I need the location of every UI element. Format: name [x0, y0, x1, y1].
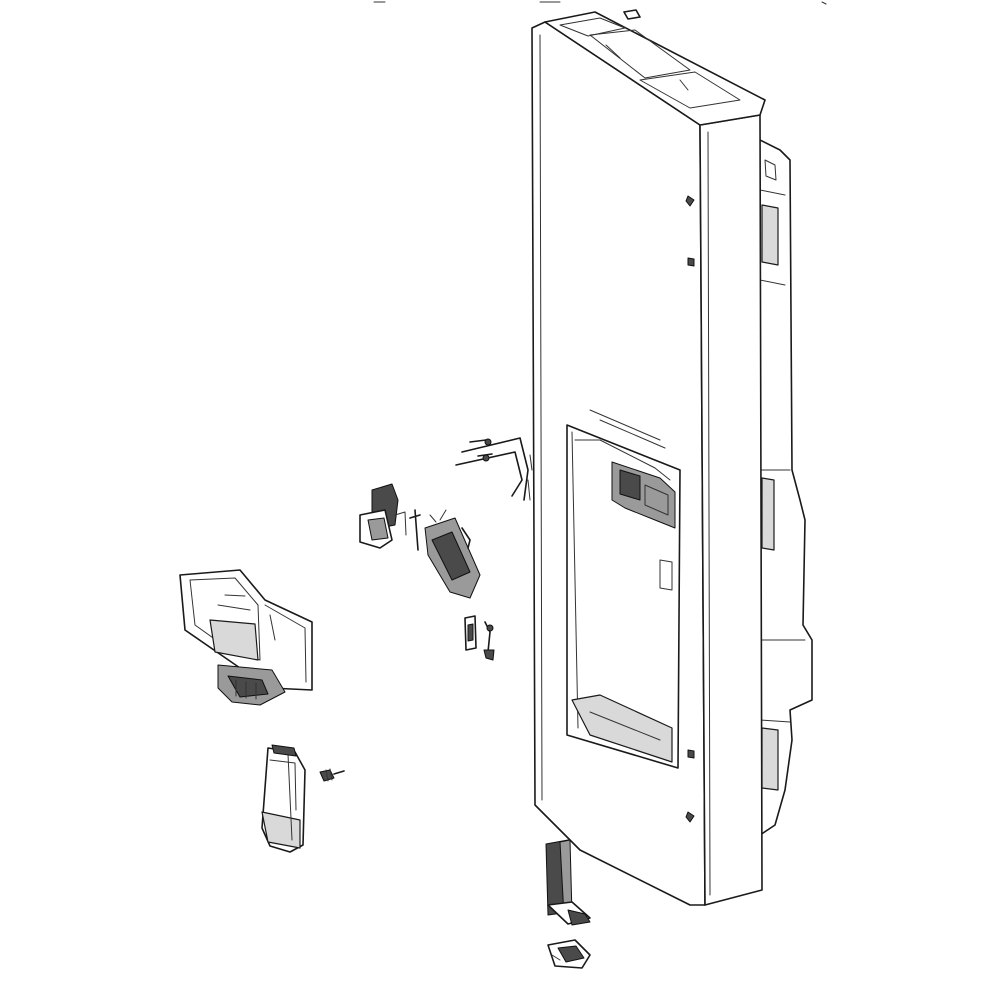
dispenser-control-housing: [179, 569, 313, 706]
scan-artifacts: [373, 1, 827, 5]
paddle-screw: [319, 768, 345, 782]
door-side-bracket: [754, 139, 813, 836]
door-hinge-bracket: [545, 839, 591, 926]
wire-harness: [455, 437, 533, 501]
sensor-bracket: [464, 615, 477, 651]
dispenser-motor-housing: [409, 509, 481, 599]
actuator-switch: [359, 483, 407, 549]
dispenser-paddle: [261, 744, 306, 853]
top-cap-clip: [623, 9, 641, 20]
small-switch: [483, 621, 495, 661]
dispenser-recess: [566, 409, 681, 769]
hinge-cap: [547, 939, 591, 969]
